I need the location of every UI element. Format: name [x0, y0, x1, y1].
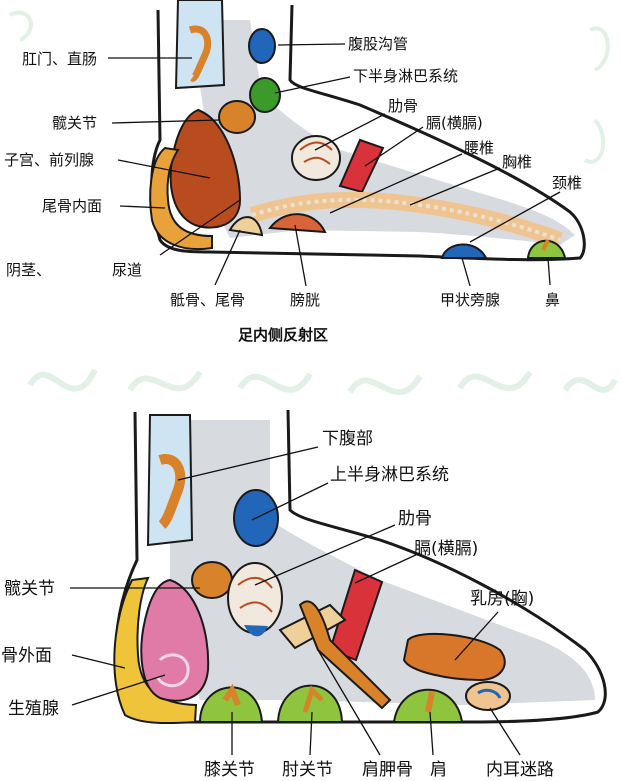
label-nose: 鼻: [545, 291, 560, 309]
label-lower-abdomen: 下腹部: [322, 429, 373, 449]
bottom-lower-abdomen-zone: [146, 414, 194, 547]
top-groin-zone: [248, 28, 276, 64]
label-top-hip: 髋关节: [52, 114, 97, 132]
top-caption: 足内侧反射区: [238, 326, 328, 344]
label-coccyx-inner: 尾骨内面: [42, 197, 102, 215]
label-genital: 生殖腺: [8, 699, 59, 719]
label-top-diaphragm: 膈(横膈): [426, 114, 483, 132]
label-upper-lymph: 上半身淋巴系统: [330, 465, 449, 485]
bottom-breast-zone: [402, 632, 506, 682]
label-thyroid: 甲状旁腺: [440, 291, 500, 309]
bottom-inner-ear-zone: [465, 681, 511, 711]
label-elbow: 肘关节: [282, 760, 333, 780]
label-top-rib: 肋骨: [388, 97, 418, 115]
bottom-rib-zone: [227, 562, 283, 634]
label-shoulder: 肩: [430, 760, 447, 780]
bottom-leader-lines: [70, 446, 521, 756]
label-groin: 腹股沟管: [348, 35, 408, 53]
label-bladder: 膀胱: [290, 291, 320, 309]
label-inner-ear: 内耳迷路: [486, 760, 554, 780]
bottom-foot: [113, 409, 607, 725]
watermark: [9, 10, 618, 395]
top-hip-zone: [218, 100, 256, 134]
label-thoracic: 胸椎: [502, 153, 532, 171]
label-lumbar: 腰椎: [464, 139, 494, 157]
bottom-shoulder-bone: [298, 600, 392, 710]
label-sacrum: 骶骨、尾骨: [170, 291, 245, 309]
label-scapula: 肩胛骨: [362, 760, 413, 780]
label-penis: 阴茎、: [6, 261, 51, 279]
top-thyroid-zone: [440, 243, 488, 259]
label-urethra: 尿道: [112, 261, 142, 279]
label-coccyx-outer: 尾骨外面: [0, 646, 52, 666]
top-labels: 肛门、直肠 腹股沟管 下半身淋巴系统 肋骨 膈(横膈) 髋关节 腰椎 子宫、前列…: [4, 35, 582, 344]
top-bones: [190, 20, 575, 245]
bottom-hip-zone: [191, 561, 233, 599]
top-lower-lymph-zone: [249, 77, 281, 113]
label-knee: 膝关节: [204, 760, 255, 780]
top-uterus-zone: [169, 108, 242, 229]
label-lower-lymph: 下半身淋巴系统: [353, 67, 458, 85]
top-foot: [149, 0, 586, 262]
bottom-bones: [170, 420, 595, 705]
top-bladder-zone: [268, 213, 327, 234]
label-uterus: 子宫、前列腺: [4, 151, 94, 169]
label-cervical: 颈椎: [552, 174, 582, 192]
top-anus-zone: [174, 0, 226, 90]
label-bottom-diaphragm: 膈(横膈): [414, 539, 478, 559]
label-bottom-rib: 肋骨: [398, 509, 432, 529]
label-breast: 乳房(胸): [470, 589, 534, 609]
top-coccyx-zone: [149, 146, 213, 250]
label-anus: 肛门、直肠: [22, 50, 97, 68]
bottom-labels: 下腹部 上半身淋巴系统 肋骨 膈(横膈) 髋关节 乳房(胸) 尾骨外面 生殖腺 …: [0, 429, 554, 780]
label-bottom-hip: 髋关节: [4, 579, 55, 599]
top-leader-lines: [108, 43, 561, 287]
top-sacrum-zone: [228, 216, 264, 237]
bottom-genital-zone: [140, 578, 210, 702]
